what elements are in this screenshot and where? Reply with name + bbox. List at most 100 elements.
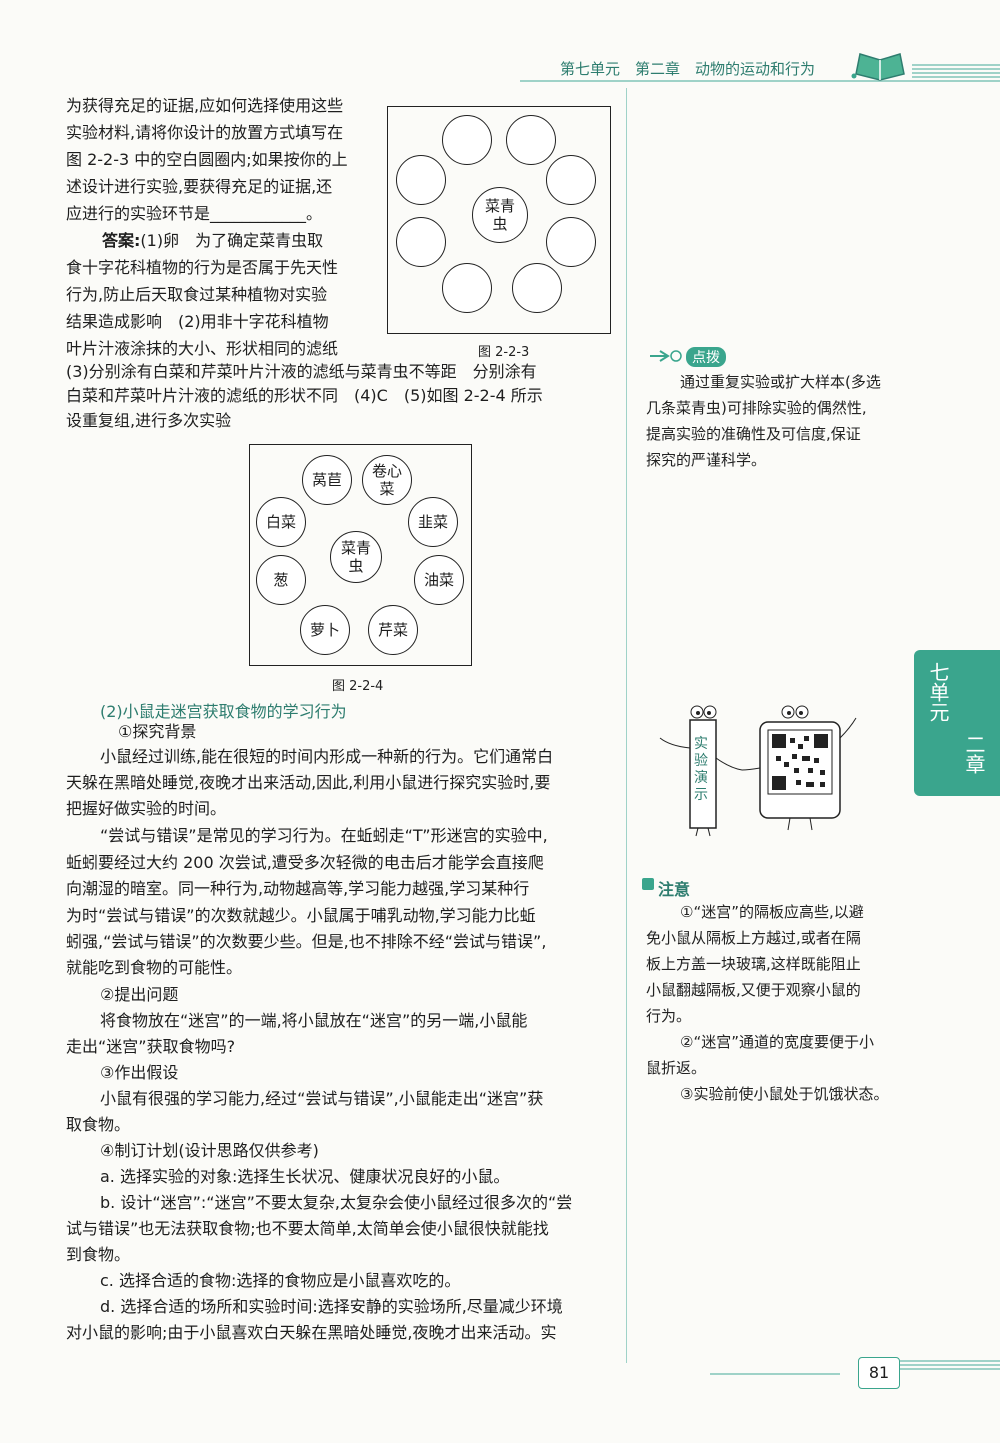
side-tab-unit: 七单元: [926, 662, 950, 722]
question-line: 应进行的实验环节是____________。: [66, 204, 323, 223]
section-line: ③作出假设: [100, 1063, 179, 1082]
answer-line: 叶片汁液涂抹的大小、形状相同的滤纸: [66, 339, 339, 358]
section-line: 小鼠有很强的学习能力,经过“尝试与错误”,小鼠能走出“迷宫”获: [100, 1089, 544, 1108]
center-circle: 菜青虫: [330, 531, 382, 583]
notes-icon: [642, 878, 654, 890]
section-line: “尝试与错误”是常见的学习行为。在蚯蚓走“T”形迷宫的实验中,: [100, 826, 548, 845]
center-label: 菜青虫: [340, 539, 371, 575]
answer-label: 答案:: [102, 231, 141, 250]
empty-circle: [512, 263, 562, 313]
tip-line: 几条菜青虫)可排除实验的偶然性,: [646, 399, 867, 417]
book-logo-icon: [850, 46, 910, 84]
section-line: 对小鼠的影响;由于小鼠喜欢白天躲在黑暗处睡觉,夜晚才出来活动。实: [66, 1323, 557, 1342]
section-line: 将食物放在“迷宫”的一端,将小鼠放在“迷宫”的另一端,小鼠能: [100, 1011, 528, 1030]
section-line: 蚓强,“尝试与错误”的次数要少些。但是,也不排除不经“尝试与错误”,: [66, 932, 547, 951]
section-line: d. 选择合适的场所和实验时间:选择安静的实验场所,尽量减少环境: [100, 1297, 563, 1316]
note-line: ①“迷宫”的隔板应高些,以避: [680, 903, 864, 921]
column-divider: [626, 88, 627, 1363]
section-line: 蚯蚓要经过大约 200 次尝试,遭受多次轻微的电击后才能学会直接爬: [66, 853, 544, 872]
side-tab-chapter: 二章: [962, 734, 986, 774]
plant-label: 韭菜: [417, 513, 448, 531]
demo-label: 实验演示: [694, 736, 708, 803]
section-title: (2)小鼠走迷宫获取食物的学习行为: [100, 702, 347, 721]
section-line: ②提出问题: [100, 985, 179, 1004]
note-line: 行为。: [646, 1007, 692, 1025]
section-line: 天躲在黑暗处睡觉,夜晚才出来活动,因此,利用小鼠进行探究实验时,要: [66, 773, 551, 792]
note-line: 小鼠翻越隔板,又便于观察小鼠的: [646, 981, 861, 999]
empty-circle: [396, 155, 446, 205]
section-line: 向潮湿的暗室。同一种行为,动物越高等,学习能力越强,学习某种行: [66, 879, 530, 898]
figure-caption: 图 2-2-4: [332, 679, 384, 694]
section-line: 小鼠经过训练,能在很短的时间内形成一种新的行为。它们通常白: [100, 747, 554, 766]
plant-circle: 葱: [256, 555, 306, 605]
note-line: 板上方盖一块玻璃,这样既能阻止: [646, 955, 861, 973]
answer-line: 行为,防止后天取食过某种植物对实验: [66, 285, 328, 304]
tip-line: 探究的严谨科学。: [646, 451, 767, 469]
section-line: 到食物。: [66, 1245, 131, 1264]
plant-label: 卷心菜: [371, 462, 402, 498]
tip-label: 点拨: [686, 347, 726, 367]
plant-circle: 芹菜: [368, 605, 418, 655]
plant-label: 萝卜: [309, 621, 340, 639]
page-number: 81: [858, 1357, 900, 1389]
section-line: c. 选择合适的食物:选择的食物应是小鼠喜欢吃的。: [100, 1271, 461, 1290]
question-line: 为获得充足的证据,应如何选择使用这些: [66, 96, 344, 115]
plant-circle: 卷心菜: [362, 455, 412, 505]
answer-line: 白菜和芹菜叶片汁液的滤纸的形状不同 (4)C (5)如图 2-2-4 所示: [66, 386, 543, 405]
empty-circle: [442, 115, 492, 165]
footer-stripes: [900, 1360, 1000, 1370]
note-line: 鼠折返。: [646, 1059, 707, 1077]
figure-2-2-3: 菜青虫: [387, 106, 611, 334]
answer-line: 设重复组,进行多次实验: [66, 411, 232, 430]
plant-label: 芹菜: [377, 621, 408, 639]
tip-line: 提高实验的准确性及可信度,保证: [646, 425, 861, 443]
section-line: 为时“尝试与错误”的次数就越少。小鼠属于哺乳动物,学习能力比蚯: [66, 906, 536, 925]
answer-line: (3)分别涂有白菜和芹菜叶片汁液的滤纸与菜青虫不等距 分别涂有: [66, 362, 537, 381]
plant-label: 莴苣: [311, 471, 342, 489]
header-top-line: [520, 80, 1000, 82]
plant-label: 葱: [273, 571, 289, 589]
footer-line: [710, 1373, 840, 1375]
section-line: b. 设计“迷宫”:“迷宫”不要太复杂,太复杂会使小鼠经过很多次的“尝: [100, 1193, 573, 1212]
plant-label: 油菜: [423, 571, 454, 589]
section-line: 把握好做实验的时间。: [66, 799, 227, 818]
section-line: ④制订计划(设计思路仅供参考): [100, 1141, 319, 1160]
header-title: 第七单元 第二章 动物的运动和行为: [560, 60, 816, 78]
note-line: ③实验前使小鼠处于饥饿状态。: [680, 1085, 889, 1103]
empty-circle: [442, 263, 492, 313]
empty-circle: [546, 217, 596, 267]
section-line: 走出“迷宫”获取食物吗?: [66, 1037, 236, 1056]
center-circle: 菜青虫: [472, 187, 528, 243]
figure-caption: 图 2-2-3: [478, 345, 530, 360]
notes-heading: 注意: [658, 880, 691, 899]
note-line: 免小鼠从隔板上方越过,或者在隔: [646, 929, 861, 947]
figure-2-2-4: 莴苣 卷心菜 韭菜 油菜 芹菜 萝卜 葱 白菜 菜青虫: [249, 444, 472, 666]
plant-circle: 白菜: [256, 497, 306, 547]
header-stripes: [912, 64, 1000, 78]
question-line: 实验材料,请将你设计的放置方式填写在: [66, 123, 344, 142]
note-line: ②“迷宫”通道的宽度要便于小: [680, 1033, 874, 1051]
chapter-side-tab: 七单元 二章: [914, 650, 1000, 796]
empty-circle: [506, 115, 556, 165]
plant-circle: 油菜: [414, 555, 464, 605]
section-line: ①探究背景: [118, 722, 197, 741]
section-line: a. 选择实验的对象:选择生长状况、健康状况良好的小鼠。: [100, 1167, 510, 1186]
tip-line: 通过重复实验或扩大样本(多选: [680, 373, 881, 391]
plant-label: 白菜: [265, 513, 296, 531]
empty-circle: [546, 155, 596, 205]
answer-line: 结果造成影响 (2)用非十字花科植物: [66, 312, 329, 331]
section-line: 就能吃到食物的可能性。: [66, 958, 243, 977]
section-line: 取食物。: [66, 1115, 131, 1134]
answer-line: 食十字花科植物的行为是否属于先天性: [66, 258, 339, 277]
empty-circle: [396, 217, 446, 267]
answer-first-text: (1)卵 为了确定菜青虫取: [140, 231, 324, 250]
experiment-demo-illustration: [650, 698, 870, 838]
section-line: 试与错误”也无法获取食物;也不要太简单,太简单会使小鼠很快就能找: [66, 1219, 549, 1238]
plant-circle: 莴苣: [302, 455, 352, 505]
plant-circle: 萝卜: [300, 605, 350, 655]
center-label: 菜青虫: [484, 197, 515, 233]
plant-circle: 韭菜: [408, 497, 458, 547]
pointing-hand-icon: [648, 348, 684, 364]
question-line: 述设计进行实验,要获得充足的证据,还: [66, 177, 333, 196]
question-line: 图 2-2-3 中的空白圆圈内;如果按你的上: [66, 150, 348, 169]
